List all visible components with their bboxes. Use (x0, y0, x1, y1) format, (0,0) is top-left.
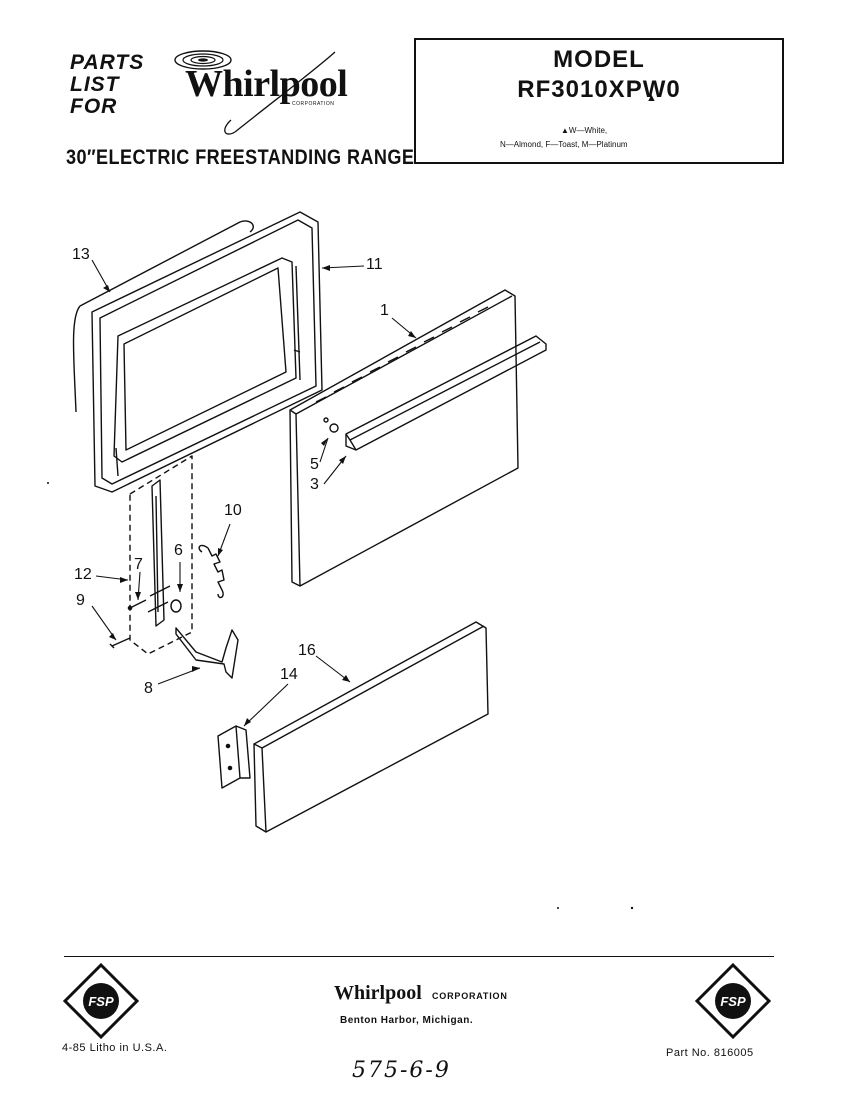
callout-11: 11 (366, 256, 383, 273)
speck (630, 906, 634, 910)
footer-brand: Whirlpool (334, 982, 422, 1004)
callout-8: 8 (144, 680, 153, 697)
part-16-drawer-panel (253, 621, 489, 833)
model-box (414, 38, 784, 164)
part-8-hinge-bracket (175, 627, 239, 679)
door-vent-slots (315, 306, 489, 403)
footer-part-number: Part No. 816005 (666, 1047, 754, 1059)
part-10-hinge-spring (198, 544, 225, 599)
triangle-icon: ▲ (561, 126, 569, 135)
callout-3: 3 (310, 476, 319, 493)
part-6-hinge-roller (170, 599, 182, 613)
parts-list-line-2: LIST (70, 73, 120, 96)
color-legend-white: W—White, (568, 126, 608, 135)
parts-list-line-3: FOR (70, 95, 118, 118)
brand-logo-text: Whirlpool (185, 63, 348, 105)
handwritten-note: 575-6-9 (352, 1058, 451, 1083)
speck (557, 907, 559, 909)
color-legend-line-1: ▲W—White, (561, 126, 607, 135)
callout-14: 14 (280, 666, 298, 683)
callout-arrowheads (103, 265, 416, 726)
part-14-drawer-bracket (217, 725, 251, 789)
callout-6: 6 (174, 542, 183, 559)
fsp-badge-right: FSP (694, 962, 772, 1040)
fsp-badge-left-label: FSP (88, 994, 114, 1009)
fsp-badge-left: FSP (62, 962, 140, 1040)
fsp-badge-right-label: FSP (720, 994, 746, 1009)
part-11-inner-door-frame (91, 211, 323, 493)
part-9-screw (109, 637, 131, 649)
hinge-arm (147, 479, 171, 627)
model-title: MODEL (553, 46, 645, 73)
part-13-door-gasket (72, 220, 254, 413)
color-legend-line-2: N—Almond, F—Toast, M—Platinum (500, 140, 628, 149)
page-subtitle: 30″ELECTRIC FREESTANDING RANGE (66, 146, 415, 169)
callout-10: 10 (224, 502, 242, 519)
model-number: RF3010XPW0 (517, 76, 681, 103)
callout-1: 1 (380, 302, 389, 319)
callout-5: 5 (310, 456, 319, 473)
speck (47, 482, 49, 484)
callout-leader-lines (91, 259, 417, 727)
part-12-hinge-assembly-box (129, 455, 193, 655)
parts-list-heading: PARTS LIST FOR (70, 52, 144, 118)
part-1-outer-door-panel (289, 289, 519, 587)
leader-5 (319, 437, 329, 463)
callout-9: 9 (76, 592, 85, 609)
whirlpool-swirl-logo-icon (174, 50, 336, 135)
leader-14 (243, 683, 289, 727)
footer-address: Benton Harbor, Michigan. (340, 1015, 474, 1026)
callout-12: 12 (74, 566, 92, 583)
callout-16: 16 (298, 642, 316, 659)
parts-list-line-1: PARTS (70, 51, 145, 74)
brand-corporation-text: CORPORATION (292, 101, 335, 107)
callout-7: 7 (134, 556, 143, 573)
footer-litho: 4-85 Litho in U.S.A. (62, 1042, 168, 1054)
part-7-hinge-pin (127, 599, 147, 611)
footer-divider (64, 956, 774, 957)
model-caret-icon: ▲ (646, 92, 657, 104)
footer-brand-corporation: CORPORATION (432, 991, 508, 1001)
callout-13: 13 (72, 246, 90, 263)
part-5-handle-screw (323, 417, 339, 433)
part-3-door-handle (345, 335, 547, 451)
